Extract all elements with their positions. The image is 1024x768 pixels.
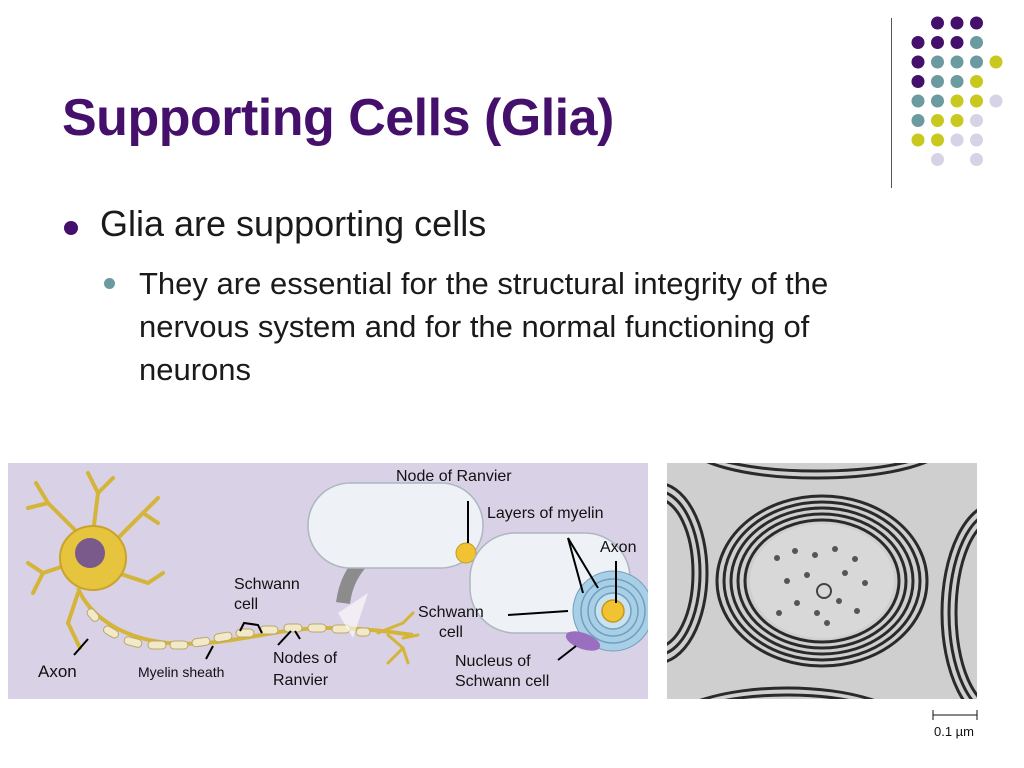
label-line: Nodes of [273,650,338,667]
label-line: cell [234,596,259,613]
bullet-level2: They are essential for the structural in… [139,262,979,391]
decorative-dot [950,75,964,88]
label-schwann-cell-right: Schwann cell [418,603,484,643]
decorative-dot [911,55,925,69]
decorative-dot [931,153,944,166]
vertical-divider [891,18,892,188]
label-line: Schwann [418,604,484,621]
label-nodes-of-ranvier: Nodes of Ranvier [273,648,337,692]
micrograph-image [667,463,977,699]
decorative-dot [950,133,964,147]
decorative-dot-grid [911,16,1003,166]
decorative-dot [950,94,964,108]
decorative-dot [931,94,944,108]
decorative-dot [911,75,925,88]
decorative-dot [931,75,944,88]
decorative-dot [911,36,925,49]
slide-title: Supporting Cells (Glia) [62,89,614,147]
decorative-dot [950,36,964,49]
decorative-dot [970,153,983,166]
decorative-dot [950,55,964,69]
decorative-dot [970,114,983,127]
label-line: Schwann [234,576,300,593]
bullet-line: nervous system and for the normal functi… [139,309,810,344]
decorative-dot [989,94,1003,108]
label-schwann-cell-left: Schwann cell [234,575,300,615]
decorative-dot [970,94,983,108]
myelin-diagram: Node of Ranvier Layers of myelin Axon Sc… [8,463,654,699]
label-line: Schwann cell [455,673,550,690]
label-line: Nucleus of [455,653,531,670]
decorative-dot [931,36,944,49]
decorative-dot [970,55,983,69]
decorative-dot [950,114,964,127]
decorative-dot [989,55,1003,69]
label-myelin-sheath: Myelin sheath [138,664,225,680]
scale-bar-label: 0.1 µm [934,724,975,739]
decorative-dot [970,16,983,30]
decorative-dot [911,94,925,108]
label-line: Ranvier [273,672,329,689]
decorative-dot [950,16,964,30]
decorative-dot [970,36,983,49]
bullet-level1: Glia are supporting cells [100,203,487,244]
bullet-marker [64,221,78,235]
decorative-dot [931,114,944,127]
sub-bullet-marker [104,278,115,289]
decorative-dot [931,133,944,147]
decorative-dot [931,16,944,30]
decorative-dot [911,114,925,127]
bullet-line: They are essential for the structural in… [139,266,829,301]
electron-micrograph [667,463,977,699]
label-layers-of-myelin: Layers of myelin [487,505,604,522]
label-nucleus-of-schwann-cell: Nucleus of Schwann cell [455,652,549,692]
decorative-dot [931,55,944,69]
bullet-line: neurons [139,352,252,387]
decorative-dot [970,75,983,88]
label-axon-left: Axon [38,662,77,681]
diagram-illustration [8,463,654,699]
label-axon-right: Axon [600,539,637,556]
scale-bar [932,710,978,720]
decorative-dot [970,133,983,147]
label-line: cell [438,624,463,641]
decorative-dot [911,133,925,147]
label-node-of-ranvier: Node of Ranvier [396,468,512,485]
